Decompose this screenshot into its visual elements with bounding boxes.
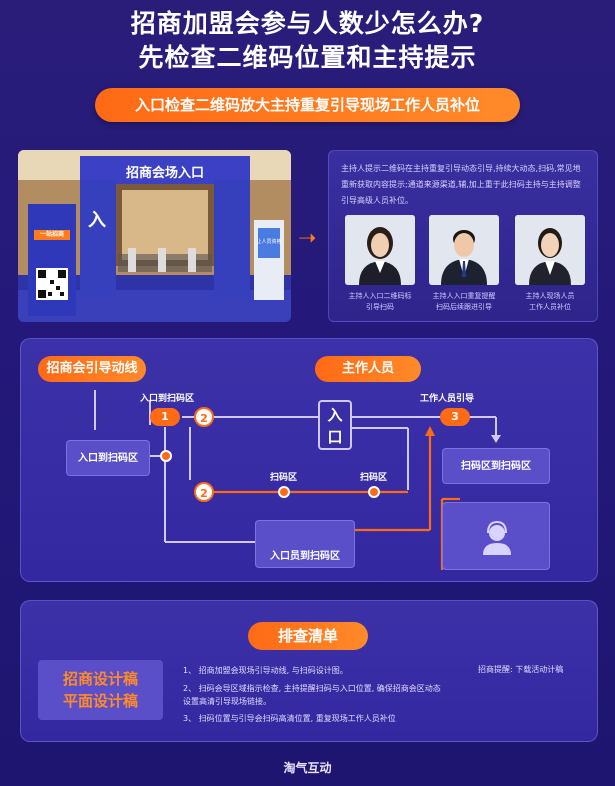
host-photo-female-2 [515, 215, 585, 285]
scan-zone-2-label: 扫码区 [360, 473, 388, 483]
checklist-item-2: 2、 扫码会导区域指示检查, 主持提醒扫码与入口位置, 确保招商会区动态 [183, 684, 441, 693]
gate-box: 入 口 [318, 400, 352, 450]
arrow-right-icon: ➝ [298, 226, 317, 251]
person-icon [345, 215, 415, 285]
step-badge-3a: 3 [440, 408, 470, 426]
label-entry-scan: 入口到扫码区 [140, 394, 195, 404]
poster-text: 一站招商 [39, 231, 64, 238]
location-pin-icon [278, 486, 290, 498]
design-line-2: 平面设计稿 [62, 692, 138, 710]
location-pin-icon [368, 486, 380, 498]
kiosk-text: 让人员资格 [256, 239, 282, 245]
box-entrant-to-scan: 入口员到扫码区 [255, 520, 355, 568]
host-photo-female [345, 215, 415, 285]
label-staff-guide: 工作人员引导 [420, 394, 475, 404]
step-badge-1: 1 [150, 408, 180, 426]
headline-banner: 入口检查二维码放大主持重复引导现场工作人员补位 [95, 88, 520, 122]
host-photo-male [429, 215, 499, 285]
entrance-sign: 招商会场入口 [125, 166, 204, 181]
host-caption-2: 主持人入口重复提醒 扫码后续跟进引导 [432, 292, 496, 311]
scan-zone-1-label: 扫码区 [270, 473, 298, 483]
design-box: 招商设计稿 平面设计稿 [38, 660, 163, 720]
step-badge-2b: 2 [194, 482, 214, 502]
host-caption-3: 主持人现场人员 工作人员补位 [525, 292, 575, 311]
tag-staff: 主作人员 [315, 356, 421, 382]
entrance-photo: 招商会场入口 入 一站招商 让人员资格 [18, 150, 291, 322]
entrance-illustration [18, 150, 291, 322]
design-line-1: 招商设计稿 [62, 670, 138, 688]
box-entry-to-scan: 入口到扫码区 [66, 440, 150, 476]
checklist-item-3: 3、 扫码位置与引导会扫码高清位置, 重复现场工作人员补位 [183, 714, 396, 723]
location-pin-icon [160, 450, 172, 462]
checklist-item-1: 1、 招商加盟会现场引导动线, 与扫码设计图。 [183, 666, 348, 675]
door-character: 入 [88, 210, 106, 231]
tag-guide-route: 招商会引导动线 [38, 356, 146, 382]
host-description: 主持人提示二维码在主持重复引导动态引导,持续大动态,扫码,常见地重新获取内容提示… [341, 164, 581, 205]
host-caption-1: 主持人入口二维码标 引导扫码 [348, 292, 412, 311]
checklist-title: 排查清单 [248, 622, 368, 650]
page-title-line2: 先检查二维码位置和主持提示 [138, 43, 477, 72]
checklist-note: 招商提醒: 下载活动计稿 [478, 665, 564, 674]
box-scan-to-scan: 扫码区到扫码区 [442, 448, 550, 484]
host-panel: 主持人提示二维码在主持重复引导动态引导,持续大动态,扫码,常见地重新获取内容提示… [328, 150, 598, 322]
footer-brand: 淘气互动 [283, 761, 332, 775]
page-title-line1: 招商加盟会参与人数少怎么办? [130, 9, 485, 38]
step-badge-2a: 2 [194, 407, 214, 427]
checklist-item-2b: 设置高清引导现场链接。 [183, 697, 271, 706]
person-icon [515, 215, 585, 285]
person-icon [429, 215, 499, 285]
staff-illustration [442, 502, 550, 570]
staff-headset-icon [483, 520, 511, 555]
